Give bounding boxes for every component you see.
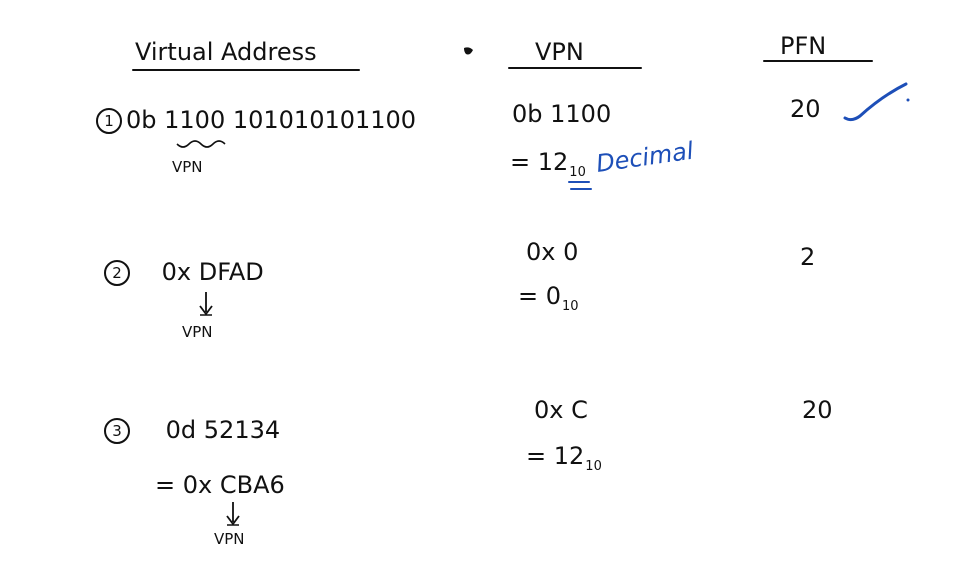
pfn-header-underline <box>763 60 873 62</box>
row-3-number: 3 <box>104 418 130 444</box>
row-2-pfn: 2 <box>800 243 816 271</box>
row-3-decimal-base: 10 <box>585 459 602 474</box>
row-2-down-arrow-icon <box>199 292 213 316</box>
row-1-decimal-base: 10 <box>569 165 586 180</box>
row-1-pfn: 20 <box>790 95 821 123</box>
row-2-decimal-base: 10 <box>562 299 579 314</box>
row-3-decimal-value: 12 <box>553 442 585 470</box>
decimal-annotation: Decimal <box>594 136 696 178</box>
row-1-number: 1 <box>96 108 122 134</box>
virtual-address-header: Virtual Address <box>135 38 317 66</box>
row-2-vpn-value: 0x 0 <box>526 238 579 266</box>
row-1-address-text: 0b 1100 101010101100 <box>126 106 417 134</box>
vpn-header: VPN <box>535 38 584 66</box>
pfn-header: PFN <box>780 32 827 60</box>
checkmark-icon <box>843 82 910 122</box>
row-3-vpn-decimal: = 1210 <box>526 444 602 473</box>
row-2-equals: = <box>518 282 539 310</box>
row-3-address: 3 0d 52134 <box>104 418 280 444</box>
row-3-address-hex: = 0x CBA6 <box>155 471 285 499</box>
bullet-mark-icon <box>464 47 473 55</box>
row-2-address: 2 0x DFAD <box>104 260 264 286</box>
row-2-number: 2 <box>104 260 130 286</box>
row-1-vpn-decimal: = 1210 <box>510 150 586 179</box>
row-2-vpn-note: VPN <box>182 323 213 341</box>
row-1-vpn-value: 0b 1100 <box>512 100 612 128</box>
row-1-vpn-note: VPN <box>172 158 203 176</box>
row-3-pfn: 20 <box>802 396 833 424</box>
vpn-header-underline <box>508 67 642 69</box>
row-1-equals: = <box>510 148 531 176</box>
row-1-vpn-brace-icon <box>176 140 226 148</box>
row-3-address-text: 0d 52134 <box>165 416 281 444</box>
row-3-equals: = <box>526 442 547 470</box>
row-2-vpn-decimal: = 010 <box>518 284 579 313</box>
row-2-decimal-value: 0 <box>545 282 562 310</box>
row-3-down-arrow-icon <box>226 502 240 526</box>
virtual-address-underline <box>132 69 360 71</box>
row-3-vpn-note: VPN <box>214 530 245 548</box>
row-3-vpn-value: 0x C <box>534 396 588 424</box>
row-2-address-text: 0x DFAD <box>161 258 264 286</box>
decimal-double-line-bottom <box>570 188 592 190</box>
decimal-double-line-top <box>568 181 590 183</box>
row-1-decimal-value: 12 <box>537 148 569 176</box>
